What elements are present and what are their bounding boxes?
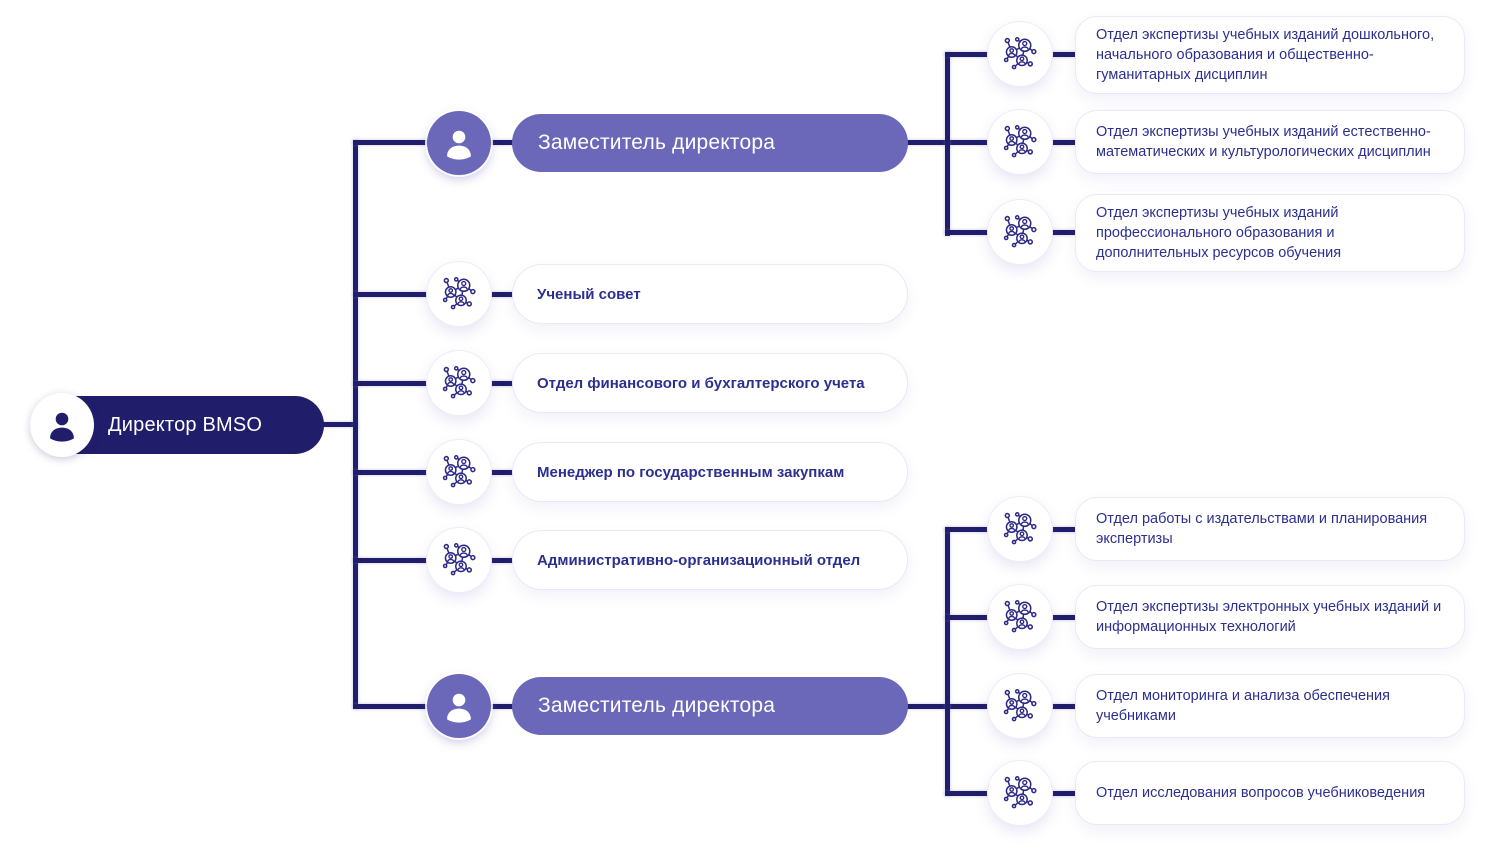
deputy-top-node: Заместитель директора <box>512 114 908 172</box>
connector-line <box>945 52 950 236</box>
dept-icon-circle <box>427 262 491 326</box>
deputy-bottom-node: Заместитель директора <box>512 677 908 735</box>
connector-line <box>890 140 1085 145</box>
dept-label: Отдел экспертизы учебных изданий професс… <box>1096 205 1342 261</box>
people-network-icon <box>440 541 478 579</box>
dept-label: Отдел финансового и бухгалтерского учета <box>537 374 865 392</box>
director-label: Директор BMSO <box>108 413 263 436</box>
dept-procurement: Менеджер по государственным закупкам <box>512 442 908 502</box>
dept-expertise-professional: Отдел экспертизы учебных изданий професс… <box>1075 194 1465 272</box>
people-network-icon <box>1001 213 1039 251</box>
dept-icon-circle <box>427 351 491 415</box>
dept-expertise-preschool: Отдел экспертизы учебных изданий дошколь… <box>1075 16 1465 94</box>
deputy-top-label: Заместитель директора <box>538 131 776 154</box>
dept-icon-circle <box>988 110 1052 174</box>
dept-monitoring: Отдел мониторинга и анализа обеспечения … <box>1075 674 1465 738</box>
connector-line <box>300 422 357 427</box>
person-icon <box>441 688 477 724</box>
dept-label: Отдел экспертизы учебных изданий дошколь… <box>1096 27 1435 83</box>
dept-expertise-science: Отдел экспертизы учебных изданий естеств… <box>1075 110 1465 174</box>
dept-icon-circle <box>988 674 1052 738</box>
director-node: Директор BMSO <box>48 396 324 454</box>
dept-research: Отдел исследования вопросов учебниковеде… <box>1075 761 1465 825</box>
people-network-icon <box>1001 510 1039 548</box>
deputy-top-avatar <box>427 111 491 175</box>
people-network-icon <box>440 275 478 313</box>
dept-label: Отдел экспертизы электронных учебных изд… <box>1096 599 1442 635</box>
dept-icon-circle <box>988 585 1052 649</box>
dept-label: Ученый совет <box>537 285 641 303</box>
connector-line <box>890 704 1085 709</box>
dept-academic-council: Ученый совет <box>512 264 908 324</box>
people-network-icon <box>1001 774 1039 812</box>
dept-label: Отдел исследования вопросов учебниковеде… <box>1096 785 1426 801</box>
connector-line <box>353 140 358 709</box>
dept-label: Отдел мониторинга и анализа обеспечения … <box>1096 688 1390 724</box>
deputy-bottom-label: Заместитель директора <box>538 694 776 717</box>
dept-icon-circle <box>988 22 1052 86</box>
connector-line <box>945 527 950 796</box>
dept-label: Менеджер по государственным закупкам <box>537 463 845 481</box>
dept-icon-circle <box>988 200 1052 264</box>
people-network-icon <box>440 453 478 491</box>
people-network-icon <box>1001 687 1039 725</box>
dept-publishers: Отдел работы с издательствами и планиров… <box>1075 497 1465 561</box>
dept-finance: Отдел финансового и бухгалтерского учета <box>512 353 908 413</box>
people-network-icon <box>1001 35 1039 73</box>
dept-icon-circle <box>427 440 491 504</box>
people-network-icon <box>440 364 478 402</box>
people-network-icon <box>1001 123 1039 161</box>
dept-icon-circle <box>988 497 1052 561</box>
dept-administrative: Административно-организационный отдел <box>512 530 908 590</box>
dept-icon-circle <box>427 528 491 592</box>
person-icon <box>44 407 80 443</box>
people-network-icon <box>1001 598 1039 636</box>
director-avatar <box>30 393 94 457</box>
dept-icon-circle <box>988 761 1052 825</box>
dept-label: Отдел работы с издательствами и планиров… <box>1096 511 1428 547</box>
dept-label: Административно-организационный отдел <box>537 551 861 569</box>
person-icon <box>441 125 477 161</box>
dept-label: Отдел экспертизы учебных изданий естеств… <box>1096 124 1431 160</box>
dept-electronic-editions: Отдел экспертизы электронных учебных изд… <box>1075 585 1465 649</box>
deputy-bottom-avatar <box>427 674 491 738</box>
